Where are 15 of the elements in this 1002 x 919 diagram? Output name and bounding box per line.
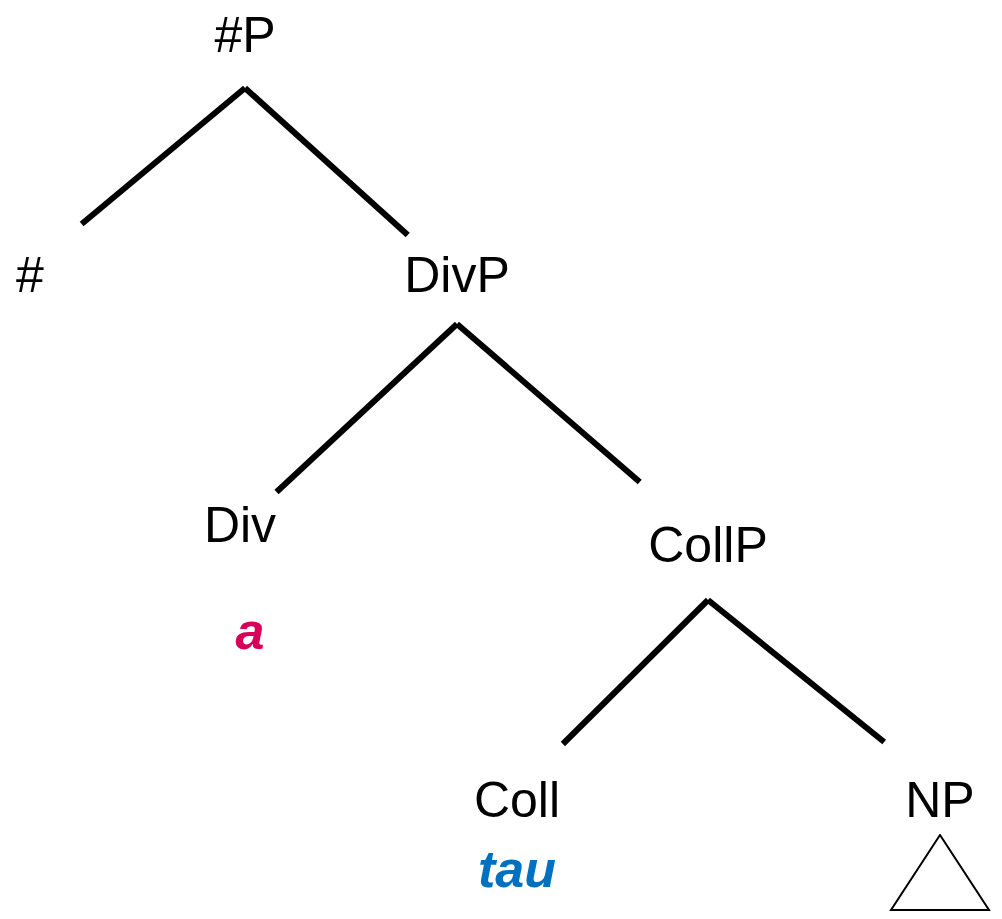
tree-branch [79, 85, 247, 227]
tree-branch [274, 321, 460, 495]
morpheme-label: a [235, 601, 265, 662]
node-label: DivP [404, 246, 510, 305]
node-label: # [16, 246, 44, 305]
node-label: #P [214, 6, 276, 65]
node-label: NP [905, 771, 975, 830]
morpheme-label: tau [478, 839, 556, 900]
node-label: Coll [473, 771, 561, 830]
tree-branch [706, 597, 887, 745]
node-label: CollP [648, 516, 768, 575]
tree-branch [560, 597, 711, 747]
tree-branch [455, 321, 642, 485]
node-label: Div [203, 496, 277, 555]
tree-branch [243, 85, 410, 238]
